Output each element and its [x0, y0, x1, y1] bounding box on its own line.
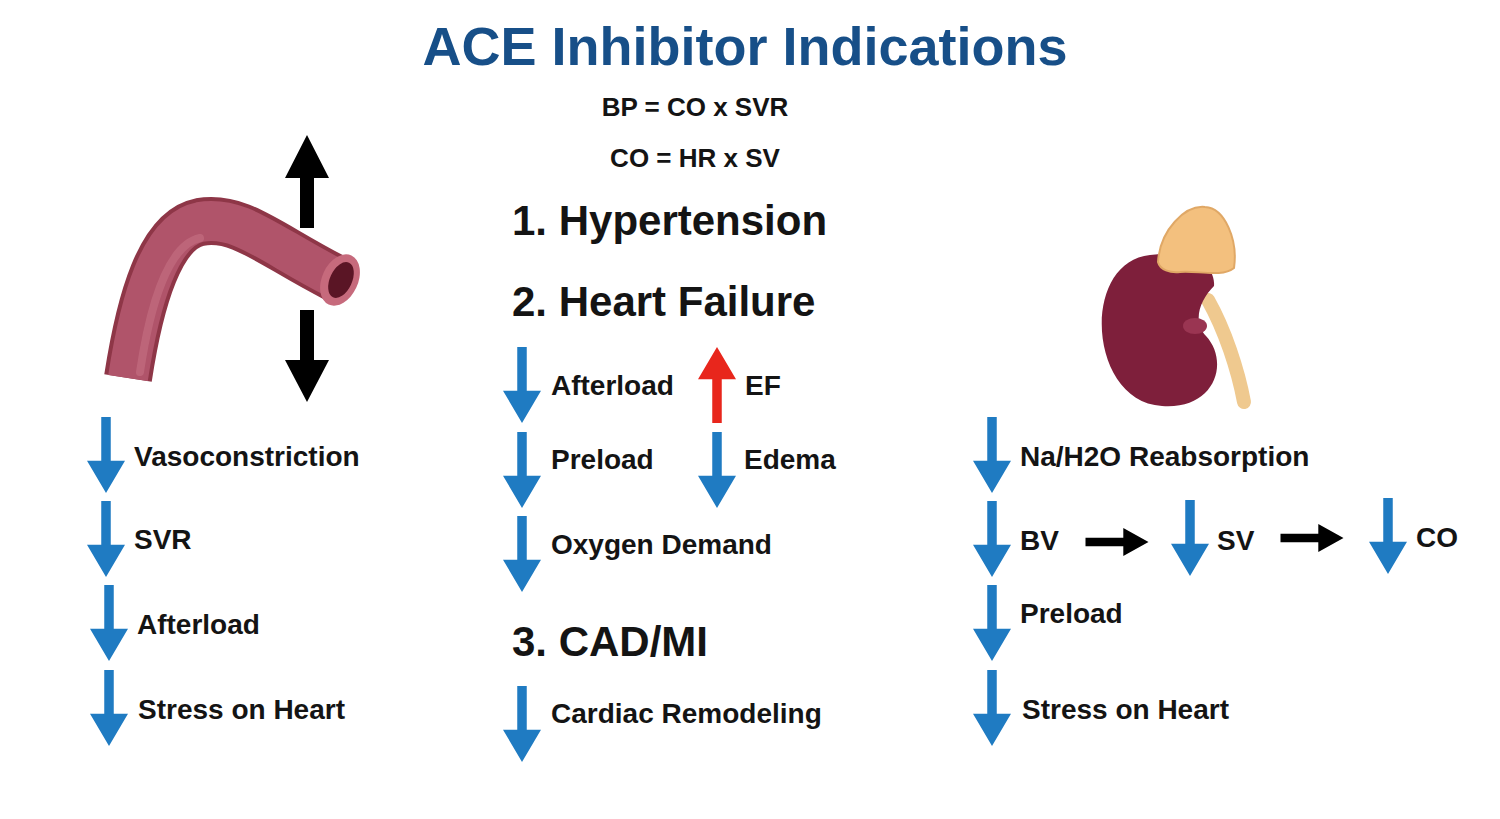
- indication-heading: 1. Hypertension: [512, 198, 827, 244]
- decrease-arrow: [698, 432, 736, 508]
- effect-label: Stress on Heart: [1022, 695, 1229, 726]
- adrenal-gland: [1158, 207, 1235, 273]
- formula: CO = HR x SV: [610, 144, 780, 173]
- effect-label: Cardiac Remodeling: [551, 699, 822, 730]
- decrease-arrow: [973, 585, 1011, 661]
- effect-label: SV: [1217, 526, 1254, 557]
- increase-arrow: [698, 347, 736, 423]
- formula: BP = CO x SVR: [602, 93, 789, 122]
- increase-arrow: [698, 347, 736, 423]
- up-arrow: [285, 135, 329, 228]
- sequence-arrows: [1086, 524, 1344, 556]
- decrease-arrow: [90, 670, 128, 746]
- decrease-arrow: [87, 417, 125, 493]
- vessel-lumen: [323, 258, 359, 302]
- kidney-hilum: [1183, 318, 1207, 334]
- indication-heading: 3. CAD/MI: [512, 619, 708, 665]
- effect-label: Vasoconstriction: [134, 442, 360, 473]
- sequence-arrow: [1281, 524, 1344, 552]
- down-arrow: [285, 310, 329, 402]
- decrease-arrow: [973, 670, 1011, 746]
- vessel-rim: [312, 248, 367, 312]
- dilation-arrows: [285, 135, 329, 402]
- decrease-arrow: [503, 347, 541, 423]
- effect-label: Edema: [744, 445, 836, 476]
- kidney-body: [1102, 254, 1217, 406]
- effect-label: Afterload: [137, 610, 260, 641]
- sequence-arrow: [1086, 528, 1149, 556]
- decrease-arrow: [1171, 500, 1209, 576]
- diagram-title: ACE Inhibitor Indications: [423, 17, 1068, 76]
- effect-label: Afterload: [551, 371, 674, 402]
- decrease-arrow: [90, 585, 128, 661]
- decrease-arrow: [503, 686, 541, 762]
- blood-vessel: [128, 221, 368, 378]
- decrease-arrow: [1369, 498, 1407, 574]
- effect-label: BV: [1020, 526, 1059, 557]
- kidney: [1102, 207, 1244, 406]
- decrease-arrow: [973, 417, 1011, 493]
- effect-label: Preload: [551, 445, 654, 476]
- effect-label: SVR: [134, 525, 192, 556]
- effect-label: Stress on Heart: [138, 695, 345, 726]
- effect-label: Preload: [1020, 599, 1123, 630]
- decrease-arrow: [973, 501, 1011, 577]
- decrease-arrow: [503, 516, 541, 592]
- effect-label: EF: [745, 371, 781, 402]
- effect-label: Oxygen Demand: [551, 530, 772, 561]
- decrease-arrows: [87, 347, 1407, 762]
- decrease-arrow: [503, 432, 541, 508]
- decrease-arrow: [87, 501, 125, 577]
- effect-label: Na/H2O Reabsorption: [1020, 442, 1309, 473]
- vessel-highlight: [140, 238, 200, 372]
- effect-label: CO: [1416, 523, 1458, 554]
- indication-heading: 2. Heart Failure: [512, 279, 815, 325]
